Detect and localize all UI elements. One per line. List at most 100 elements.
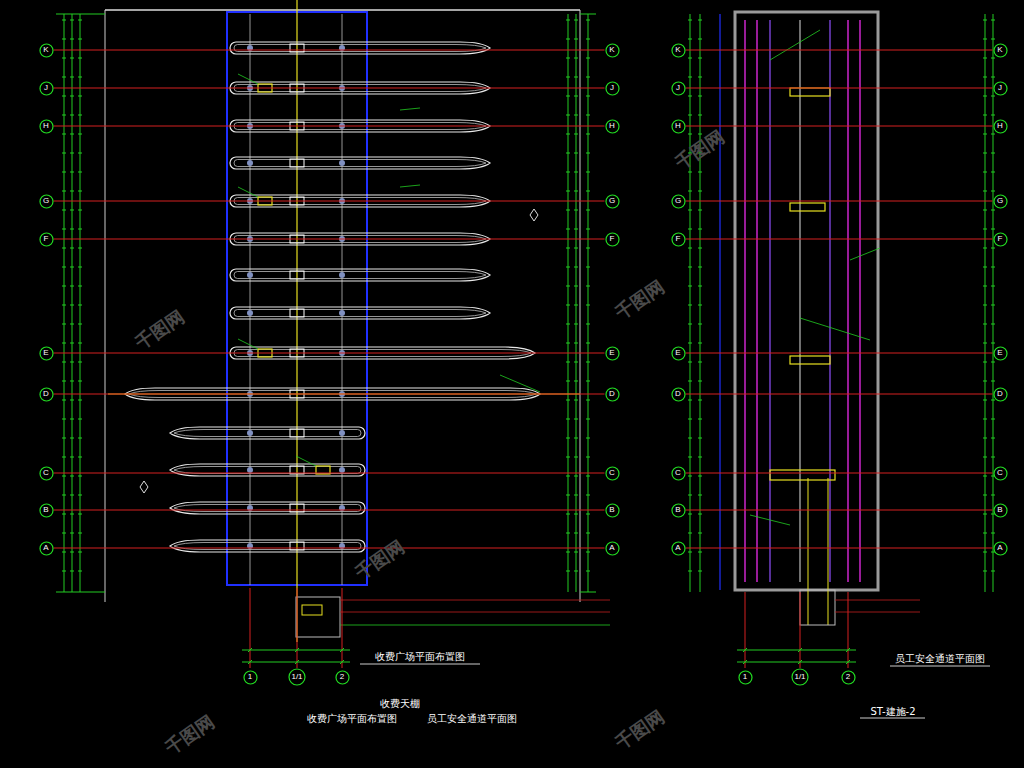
dimension-tick (62, 438, 66, 439)
axis-bubble: B (605, 503, 620, 518)
axis-label: H (675, 122, 681, 130)
dimension-tick (688, 286, 692, 287)
axis-bubble: 1/1 (791, 668, 809, 686)
dimension-tick (983, 419, 987, 420)
dimension-tick (991, 343, 995, 344)
booth-box (290, 504, 304, 512)
bubble-circle (739, 671, 752, 684)
axis-bubble: B (671, 503, 686, 518)
axis-bubble: B (39, 503, 54, 518)
dimension-tick (295, 660, 299, 664)
axis-label: G (997, 197, 1003, 205)
dimension-tick (62, 381, 66, 382)
axis-label: 1 (248, 673, 252, 681)
bubble-circle (672, 44, 685, 57)
dimension-tick (62, 39, 66, 40)
axis-extension (848, 592, 849, 668)
column-dot (247, 272, 253, 278)
axis-bubble: A (671, 541, 686, 556)
axis-bubble: E (605, 346, 620, 361)
dimension-tick (78, 191, 82, 192)
axis-bubble: 1 (243, 670, 258, 685)
sheet-title: 收费广场平面布置图 (307, 713, 397, 724)
passage-line (829, 20, 830, 582)
dimension-tick (566, 305, 570, 306)
column-dot (247, 160, 253, 166)
title-underline (890, 666, 990, 667)
bubble-circle (672, 82, 685, 95)
bubble-circle (606, 233, 619, 246)
dimension-tick (698, 362, 702, 363)
dimension-tick (574, 58, 578, 59)
dimension-tick (566, 134, 570, 135)
dimension-tick (78, 400, 82, 401)
axis-line (686, 201, 993, 202)
axis-bubble: F (993, 232, 1008, 247)
dimension-tick (62, 419, 66, 420)
axis-label: 2 (846, 673, 850, 681)
dimension-tick (62, 153, 66, 154)
booth-box (290, 542, 304, 550)
dimension-tick (846, 660, 850, 664)
dimension-line (568, 14, 569, 592)
dimension-tick (78, 571, 82, 572)
booth-box (290, 271, 304, 279)
passage-line (756, 20, 757, 582)
dimension-tick (574, 39, 578, 40)
dimension-tick (991, 248, 995, 249)
dimension-tick (991, 20, 995, 21)
bubble-circle (40, 504, 53, 517)
axis-label: F (998, 235, 1003, 243)
dimension-tick (574, 514, 578, 515)
leader-line (238, 74, 258, 84)
dimension-tick (78, 267, 82, 268)
bubble-circle (606, 504, 619, 517)
toll-island (170, 540, 365, 552)
dimension-tick (566, 438, 570, 439)
axis-label: K (609, 46, 614, 54)
dimension-tick (991, 77, 995, 78)
bubble-circle (994, 233, 1007, 246)
dimension-line (993, 14, 994, 592)
dimension-tick (698, 39, 702, 40)
dimension-tick (586, 457, 590, 458)
axis-label: C (997, 469, 1003, 477)
dimension-tick (62, 191, 66, 192)
axis-line (686, 88, 993, 89)
axis-bubble: H (993, 119, 1008, 134)
dimension-tick (586, 476, 590, 477)
dimension-tick (991, 191, 995, 192)
dimension-tick (70, 77, 74, 78)
dimension-tick (991, 115, 995, 116)
dimension-tick (698, 343, 702, 344)
dimension-tick (62, 552, 66, 553)
axis-label: 1/1 (794, 673, 805, 681)
dimension-tick (983, 20, 987, 21)
bubble-circle (994, 195, 1007, 208)
bubble-circle (672, 120, 685, 133)
dimension-tick (698, 419, 702, 420)
dimension-tick (574, 248, 578, 249)
dimension-tick (586, 495, 590, 496)
dimension-line (576, 14, 577, 592)
axis-line (54, 50, 605, 51)
dimension-tick (698, 533, 702, 534)
toll-island (170, 502, 365, 514)
axis-label: J (998, 84, 1002, 92)
axis-label: A (43, 544, 48, 552)
dimension-tick (62, 172, 66, 173)
dimension-tick (688, 58, 692, 59)
dimension-tick (248, 648, 252, 652)
watermark: 千图网 (612, 276, 668, 323)
axis-bubble: F (39, 232, 54, 247)
axis-label: B (997, 506, 1002, 514)
bubble-circle (289, 669, 305, 685)
dimension-tick (983, 248, 987, 249)
bubble-circle (40, 44, 53, 57)
dimension-tick (62, 115, 66, 116)
dimension-tick (688, 381, 692, 382)
passage-line (769, 20, 770, 582)
dimension-tick (698, 514, 702, 515)
dimension-tick (586, 267, 590, 268)
dimension-tick (586, 419, 590, 420)
